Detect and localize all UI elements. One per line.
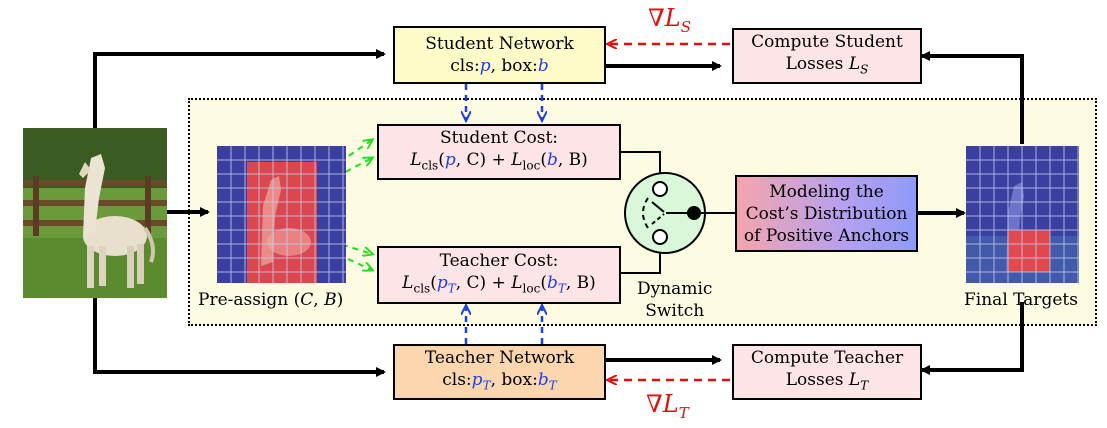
switch-lever bbox=[651, 201, 665, 213]
switch-lever-2 bbox=[651, 213, 665, 225]
modeling-line1: Modeling the bbox=[769, 181, 884, 202]
pre-assign-label: Pre-assign (C, B) bbox=[198, 290, 344, 310]
modeling-line2: Cost’s Distribution bbox=[745, 203, 908, 224]
switch-contact-bottom bbox=[652, 229, 668, 245]
teacher-cost-formula: Lcls(pT, C) + Lloc(bT, B) bbox=[402, 273, 596, 296]
student-network-box: Student Network cls:p, box:b bbox=[393, 26, 606, 84]
student-cost-formula: Lcls(p, C) + Lloc(b, B) bbox=[410, 150, 588, 173]
switch-contact-top bbox=[652, 181, 668, 197]
teacher-network-outputs: cls:pT, box:bT bbox=[442, 370, 557, 393]
modeling-line3: of Positive Anchors bbox=[743, 225, 910, 246]
horse-photo bbox=[23, 128, 167, 298]
teacher-cost-title: Teacher Cost: bbox=[439, 251, 559, 272]
compute-teacher-line1: Compute Teacher bbox=[750, 348, 904, 369]
teacher-network-box: Teacher Network cls:pT, box:bT bbox=[393, 344, 606, 400]
arrow-image-to-teacher bbox=[93, 298, 386, 377]
final-targets-label: Final Targets bbox=[964, 290, 1078, 310]
student-network-outputs: cls:p, box:b bbox=[450, 56, 549, 76]
student-network-title: Student Network bbox=[425, 34, 574, 54]
teacher-cost-box: Teacher Cost: Lcls(pT, C) + Lloc(bT, B) bbox=[377, 246, 621, 304]
grad-student-label: ∇LS bbox=[648, 4, 691, 36]
dynamic-switch-label: Dynamic Switch bbox=[637, 279, 713, 321]
modeling-box: Modeling the Cost’s Distribution of Posi… bbox=[735, 175, 918, 252]
compute-student-losses-box: Compute Student Losses LS bbox=[732, 28, 922, 84]
compute-student-line1: Compute Student bbox=[751, 32, 903, 53]
teacher-network-title: Teacher Network bbox=[424, 348, 575, 369]
compute-student-line2: Losses LS bbox=[785, 54, 869, 77]
pre-assign-grid-image bbox=[217, 146, 346, 283]
compute-teacher-line2: Losses LT bbox=[785, 370, 869, 393]
switch-arc-dashed bbox=[642, 197, 649, 229]
final-targets-grid-image bbox=[966, 146, 1079, 283]
arrow-targets-to-student-loss bbox=[920, 51, 1024, 144]
compute-teacher-losses-box: Compute Teacher Losses LT bbox=[732, 344, 922, 400]
student-cost-box: Student Cost: Lcls(p, C) + Lloc(b, B) bbox=[377, 124, 621, 180]
arrow-green-4 bbox=[257, 217, 372, 270]
grad-teacher-label: ∇LT bbox=[646, 390, 689, 422]
student-cost-title: Student Cost: bbox=[439, 128, 559, 149]
arrow-targets-to-teacher-loss bbox=[920, 302, 1024, 375]
arrow-image-to-student bbox=[93, 49, 386, 128]
